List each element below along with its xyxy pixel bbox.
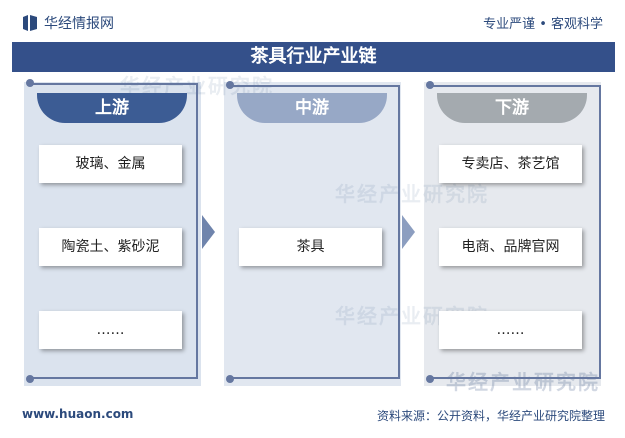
bracket-dot	[26, 79, 34, 87]
arrow-right-icon	[202, 215, 215, 249]
source-note: 资料来源：公开资料，华经产业研究院整理	[376, 409, 605, 423]
upstream-item: 玻璃、金属	[39, 145, 182, 183]
downstream-item: ……	[439, 311, 582, 349]
midstream-bracket	[230, 85, 400, 379]
bracket-dot	[226, 81, 234, 89]
upstream-heading: 上游	[37, 93, 187, 123]
downstream-item: 专卖店、茶艺馆	[439, 145, 582, 183]
upstream-item: ……	[39, 311, 182, 349]
downstream-item: 电商、品牌官网	[439, 228, 582, 266]
arrow-right-icon	[402, 215, 415, 249]
website-link[interactable]: www.huaon.com	[22, 407, 134, 421]
bracket-dot	[26, 375, 34, 383]
logo-icon	[23, 15, 37, 31]
title-bar: 茶具行业产业链	[12, 42, 615, 72]
top-bar: 华经情报网 专业严谨 • 客观科学	[0, 0, 625, 40]
bracket-dot	[426, 375, 434, 383]
page-title: 茶具行业产业链	[250, 46, 377, 67]
upstream-item: 陶瓷土、紫砂泥	[39, 228, 182, 266]
downstream-bracket	[430, 85, 601, 379]
bracket-dot	[226, 375, 234, 383]
bracket-dot	[426, 81, 434, 89]
downstream-heading: 下游	[437, 93, 587, 123]
upstream-bracket	[30, 83, 198, 379]
brand-name: 华经情报网	[44, 16, 114, 32]
midstream-heading: 中游	[237, 93, 387, 123]
midstream-item: 茶具	[239, 228, 382, 266]
tagline: 专业严谨 • 客观科学	[483, 17, 603, 32]
